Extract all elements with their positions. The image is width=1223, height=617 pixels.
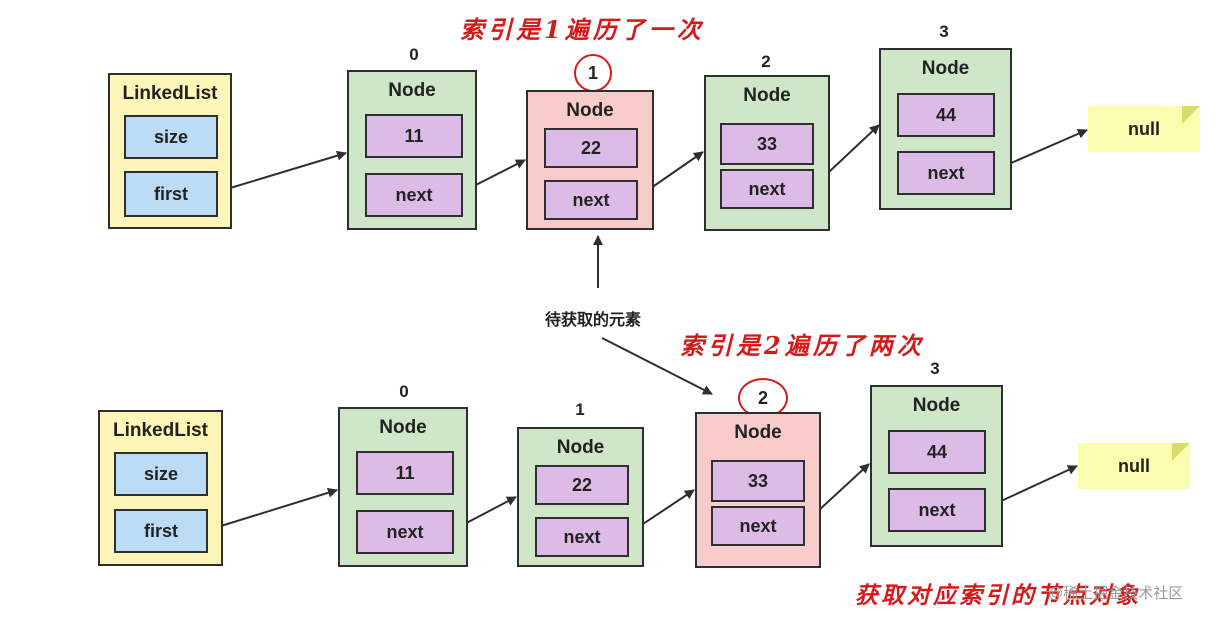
circled-index-top: 1 bbox=[574, 54, 612, 92]
node-box: Node 33 next bbox=[704, 75, 830, 231]
node-title: Node bbox=[556, 437, 605, 458]
node-index: 3 bbox=[930, 359, 940, 378]
size-field: size bbox=[124, 115, 218, 159]
node-box: Node 11 next bbox=[347, 70, 477, 230]
watermark: @稀土掘金技术社区 bbox=[1048, 585, 1184, 602]
arrow-first-to-node0-top bbox=[216, 150, 347, 193]
fold-corner bbox=[1182, 106, 1200, 124]
top-caption: 索引是1遍历了一次 bbox=[460, 15, 705, 44]
node-value: 22 bbox=[535, 465, 629, 505]
node-value: 11 bbox=[365, 114, 463, 158]
null-box-bottom: null bbox=[1078, 443, 1190, 489]
node-value: 44 bbox=[897, 93, 995, 137]
node-next: next bbox=[897, 151, 995, 195]
size-field: size bbox=[114, 452, 208, 496]
node-value: 33 bbox=[711, 460, 805, 502]
node-next: next bbox=[356, 510, 454, 554]
node-value: 11 bbox=[356, 451, 454, 495]
node-title: Node bbox=[743, 85, 791, 106]
node-index: 2 bbox=[761, 52, 771, 71]
node-index: 0 bbox=[399, 382, 409, 401]
node-title: Node bbox=[566, 100, 614, 121]
footer-caption: 获取对应索引的节点对象 bbox=[855, 582, 1141, 609]
node-value: 44 bbox=[888, 430, 986, 474]
node-index: 0 bbox=[409, 45, 419, 64]
bottom-caption: 索引是2遍历了两次 bbox=[680, 331, 925, 360]
node-next: next bbox=[720, 169, 814, 209]
linkedlist-title: LinkedList bbox=[112, 420, 208, 441]
node-next: next bbox=[888, 488, 986, 532]
node-box: Node 44 next bbox=[870, 385, 1003, 547]
first-field: first bbox=[124, 171, 218, 217]
node-index: 3 bbox=[939, 22, 949, 41]
node-title: Node bbox=[388, 80, 436, 101]
node-value: 22 bbox=[544, 128, 638, 168]
node-next: next bbox=[711, 506, 805, 546]
null-box-top: null bbox=[1088, 106, 1200, 152]
fold-corner bbox=[1172, 443, 1190, 461]
node-next: next bbox=[365, 173, 463, 217]
node-title: Node bbox=[921, 58, 970, 79]
target-element-label: 待获取的元素 bbox=[545, 312, 642, 329]
node-title: Node bbox=[379, 417, 427, 438]
node-value: 33 bbox=[720, 123, 814, 165]
first-field: first bbox=[114, 509, 208, 553]
node-box: Node 11 next bbox=[338, 407, 468, 567]
arrow-down-to-selected-bottom bbox=[601, 337, 713, 395]
node-box: Node 44 next bbox=[879, 48, 1012, 210]
null-label: null bbox=[1118, 455, 1150, 476]
node-box-selected: Node 33 next bbox=[695, 412, 821, 568]
arrow-first-to-node0-bottom bbox=[207, 487, 338, 531]
null-label: null bbox=[1128, 118, 1160, 139]
linkedlist-title: LinkedList bbox=[122, 83, 218, 104]
node-next: next bbox=[544, 180, 638, 220]
node-next: next bbox=[535, 517, 629, 557]
node-title: Node bbox=[912, 395, 961, 416]
node-index: 1 bbox=[575, 400, 585, 419]
linkedlist-box-bottom: LinkedList size first bbox=[98, 410, 223, 566]
node-box-selected: Node 22 next bbox=[526, 90, 654, 230]
node-box: Node 22 next bbox=[517, 427, 644, 567]
linkedlist-box-top: LinkedList size first bbox=[108, 73, 232, 229]
node-title: Node bbox=[734, 422, 782, 443]
